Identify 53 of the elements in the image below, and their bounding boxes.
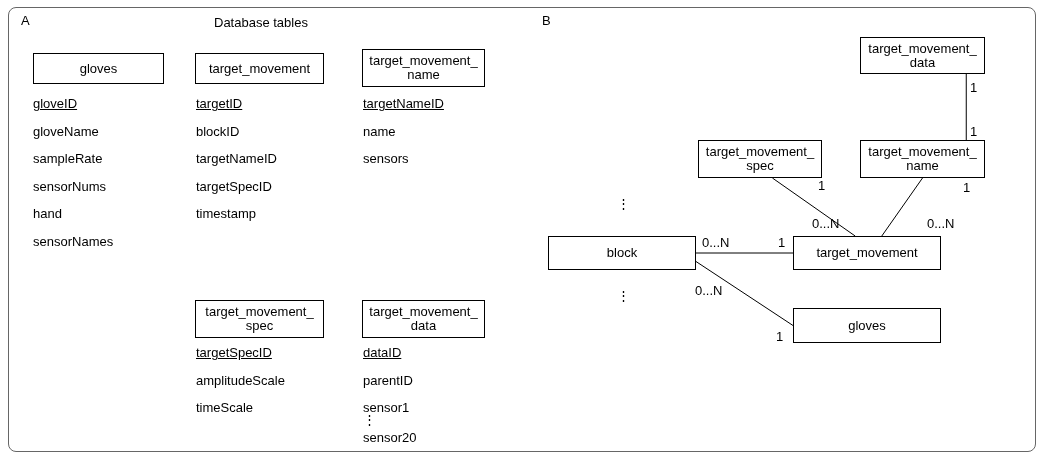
table-box: target_movement_ spec (195, 300, 324, 338)
primary-key-field: targetID (196, 96, 243, 111)
cardinality-label: 1 (778, 235, 786, 250)
primary-key-field: gloveID (33, 96, 78, 111)
table-box: gloves (793, 308, 941, 343)
cardinality-label: 0...N (812, 216, 840, 231)
connector-line (695, 261, 794, 326)
cardinality-label: 1 (970, 80, 978, 95)
table-box: target_movement_ name (860, 140, 985, 178)
ellipsis-mark: ⋮ (363, 412, 376, 427)
connector-line (965, 73, 967, 141)
primary-key-field: targetSpecID (196, 345, 272, 360)
table-box: target_movement (195, 53, 324, 84)
field-name: sensorNums (33, 179, 106, 194)
cardinality-label: 0...N (927, 216, 955, 231)
panel-letter: B (542, 13, 551, 28)
ellipsis-mark: ⋮ (617, 196, 630, 211)
field-name: targetSpecID (196, 179, 272, 194)
field-name: targetNameID (196, 151, 277, 166)
field-name: sensorNames (33, 234, 114, 249)
panel-letter: A (21, 13, 30, 28)
table-box: gloves (33, 53, 164, 84)
field-name: amplitudeScale (196, 373, 285, 388)
field-name: gloveName (33, 124, 99, 139)
cardinality-label: 0...N (695, 283, 723, 298)
cardinality-label: 1 (970, 124, 978, 139)
cardinality-label: 1 (818, 178, 826, 193)
field-name: sensor20 (363, 430, 417, 445)
primary-key-field: dataID (363, 345, 402, 360)
field-name: parentID (363, 373, 413, 388)
field-name: name (363, 124, 396, 139)
field-name: blockID (196, 124, 240, 139)
table-box: block (548, 236, 696, 270)
field-name: timeScale (196, 400, 254, 415)
table-box: target_movement_ name (362, 49, 485, 87)
field-name: timestamp (196, 206, 256, 221)
field-name: hand (33, 206, 62, 221)
table-box: target_movement_ spec (698, 140, 822, 178)
connector-line (771, 177, 856, 237)
connector-line (881, 177, 923, 237)
table-box: target_movement_ data (362, 300, 485, 338)
section-heading: Database tables (214, 15, 308, 30)
connector-line (695, 252, 794, 254)
field-name: sampleRate (33, 151, 103, 166)
field-name: sensors (363, 151, 409, 166)
cardinality-label: 1 (776, 329, 784, 344)
table-box: target_movement_ data (860, 37, 985, 74)
primary-key-field: targetNameID (363, 96, 444, 111)
field-name: sensor1 (363, 400, 410, 415)
ellipsis-mark: ⋮ (617, 288, 630, 303)
cardinality-label: 1 (963, 180, 971, 195)
cardinality-label: 0...N (702, 235, 730, 250)
table-box: target_movement (793, 236, 941, 270)
